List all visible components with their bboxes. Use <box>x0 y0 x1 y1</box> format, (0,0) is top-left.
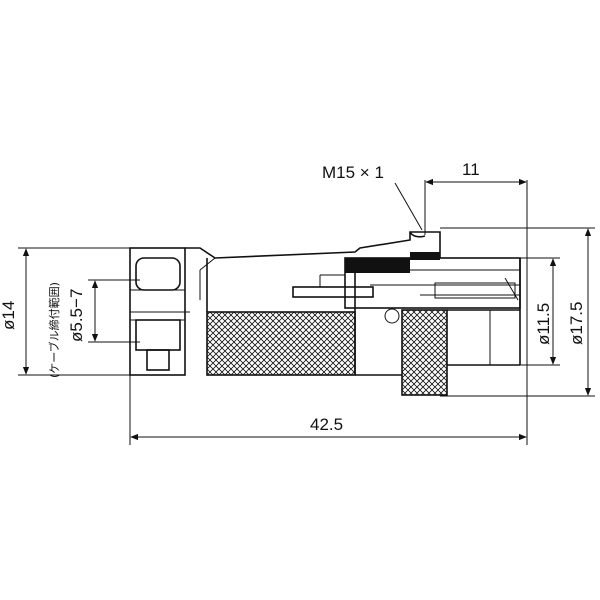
cable-note-label: (ケーブル締付範囲) <box>47 282 61 378</box>
total-length-label: 42.5 <box>310 415 343 434</box>
cable-range-label: ø5.5−7 <box>67 289 86 342</box>
extension-lines <box>18 180 595 445</box>
thread-label: M15 × 1 <box>322 163 384 182</box>
length-right-label: 11 <box>462 160 480 179</box>
connector-body <box>129 231 521 396</box>
diameter-outer-label: ø17.5 <box>567 302 586 345</box>
dimension-lines <box>22 178 592 441</box>
diameter-left-label: ø14 <box>0 301 18 330</box>
diameter-inner-label: ø11.5 <box>534 303 553 345</box>
